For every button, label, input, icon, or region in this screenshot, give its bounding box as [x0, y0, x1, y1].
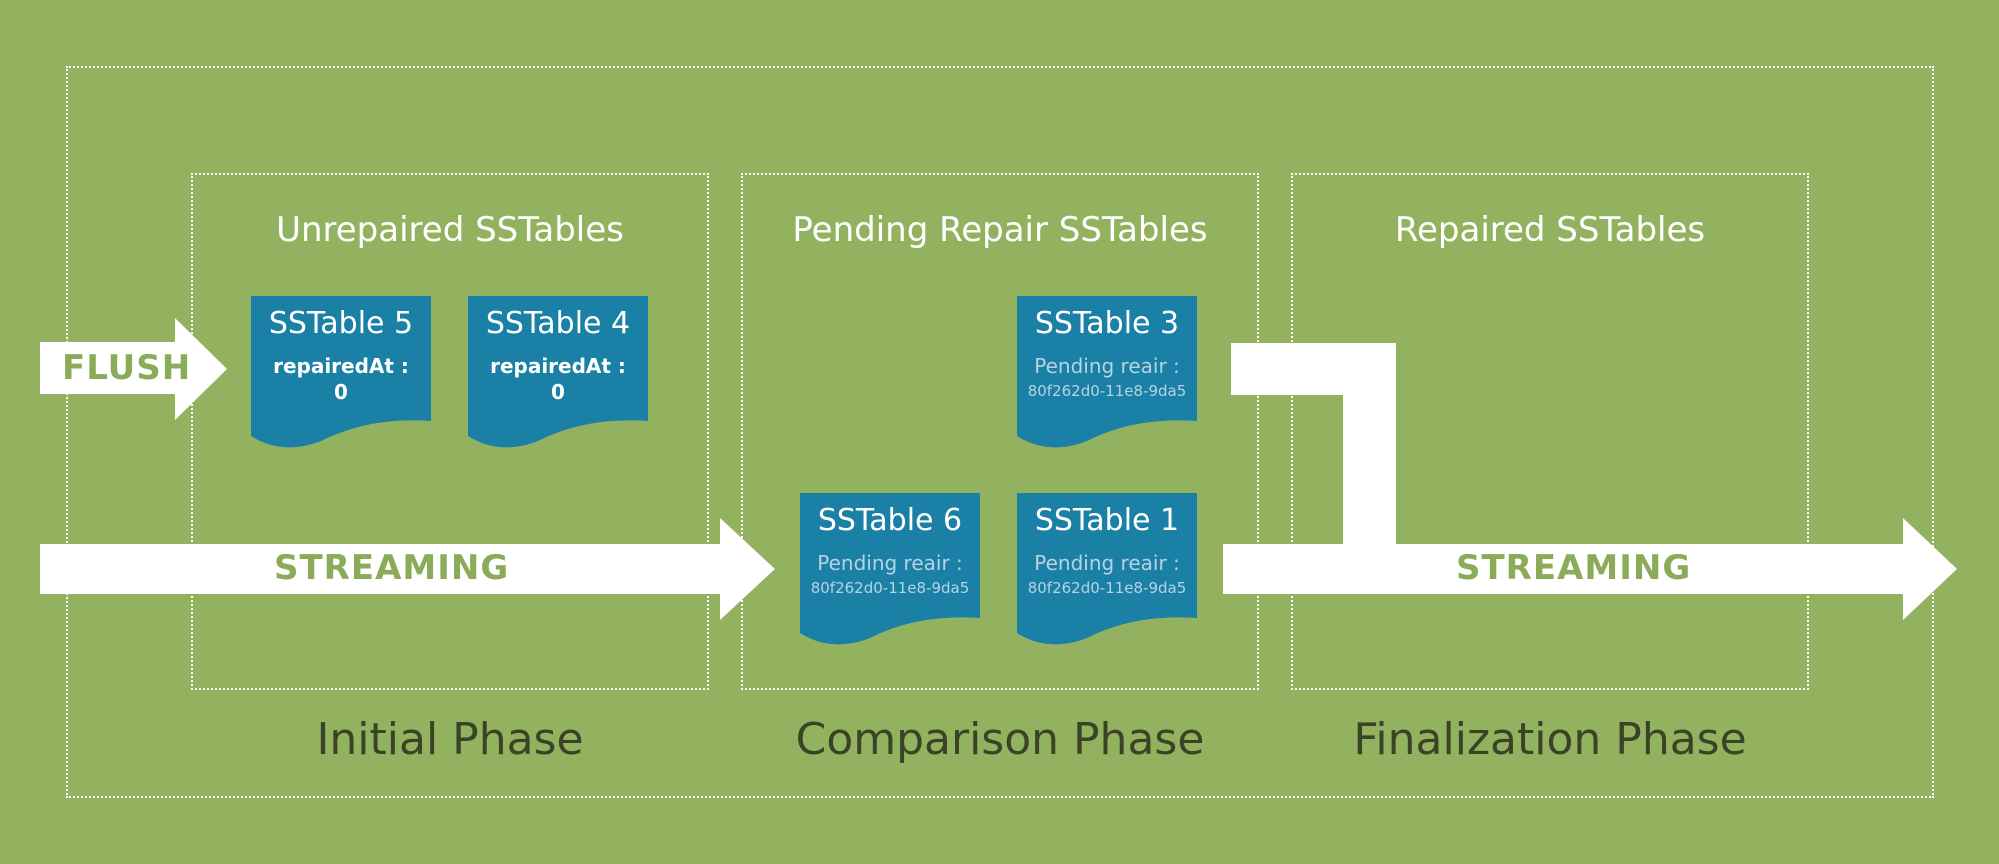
- comparison-phase-label: Comparison Phase: [795, 714, 1205, 765]
- sstable-name: SSTable 6: [817, 503, 963, 538]
- repaired-title: Repaired SSTables: [1394, 210, 1706, 250]
- finalization-phase-label: Finalization Phase: [1353, 714, 1747, 765]
- sstable-name: SSTable 1: [1034, 503, 1180, 538]
- sstable-document-icon: [468, 296, 648, 448]
- streaming-label-left: STREAMING: [274, 548, 510, 588]
- sstable-meta-value: 80f262d0-11e8-9da5: [810, 579, 970, 597]
- flush-arrow: [40, 318, 227, 420]
- streaming-label-right: STREAMING: [1456, 548, 1692, 588]
- outer-frame: [66, 66, 1934, 798]
- sstable-document-icon: [1017, 296, 1197, 448]
- flush-label: FLUSH: [62, 348, 192, 388]
- pending-repair-panel: [741, 173, 1259, 690]
- sstable-3: SSTable 3 Pending reair : 80f262d0-11e8-…: [1017, 296, 1197, 451]
- sstable-meta-value: 80f262d0-11e8-9da5: [1027, 579, 1187, 597]
- sstable-name: SSTable 5: [268, 306, 414, 341]
- sstable-meta-label: Pending reair :: [1034, 354, 1180, 378]
- sstable-document-icon: [1017, 493, 1197, 645]
- sstable-meta-label: Pending reair :: [1034, 551, 1180, 575]
- sstable-1: SSTable 1 Pending reair : 80f262d0-11e8-…: [1017, 493, 1197, 648]
- sstable-meta-label: repairedAt :: [273, 354, 409, 378]
- sstable-meta-value: 0: [334, 380, 348, 404]
- finalize-connector: [1231, 343, 1396, 545]
- sstable-4: SSTable 4 repairedAt : 0: [468, 296, 648, 451]
- sstable-meta-value: 80f262d0-11e8-9da5: [1027, 382, 1187, 400]
- pending-repair-title: Pending Repair SSTables: [792, 210, 1208, 250]
- unrepaired-title: Unrepaired SSTables: [276, 210, 624, 250]
- streaming-arrow-right: [1223, 518, 1957, 620]
- sstable-meta-value: 0: [551, 380, 565, 404]
- sstable-name: SSTable 3: [1034, 306, 1180, 341]
- initial-phase-label: Initial Phase: [316, 714, 584, 765]
- streaming-arrow-left: [40, 518, 775, 620]
- sstable-document-icon: [251, 296, 431, 448]
- sstable-meta-label: Pending reair :: [817, 551, 963, 575]
- unrepaired-panel: [191, 173, 709, 690]
- sstable-name: SSTable 4: [485, 306, 631, 341]
- sstable-5: SSTable 5 repairedAt : 0: [251, 296, 431, 451]
- repaired-panel: [1291, 173, 1809, 690]
- sstable-document-icon: [800, 493, 980, 645]
- sstable-6: SSTable 6 Pending reair : 80f262d0-11e8-…: [800, 493, 980, 648]
- sstable-meta-label: repairedAt :: [490, 354, 626, 378]
